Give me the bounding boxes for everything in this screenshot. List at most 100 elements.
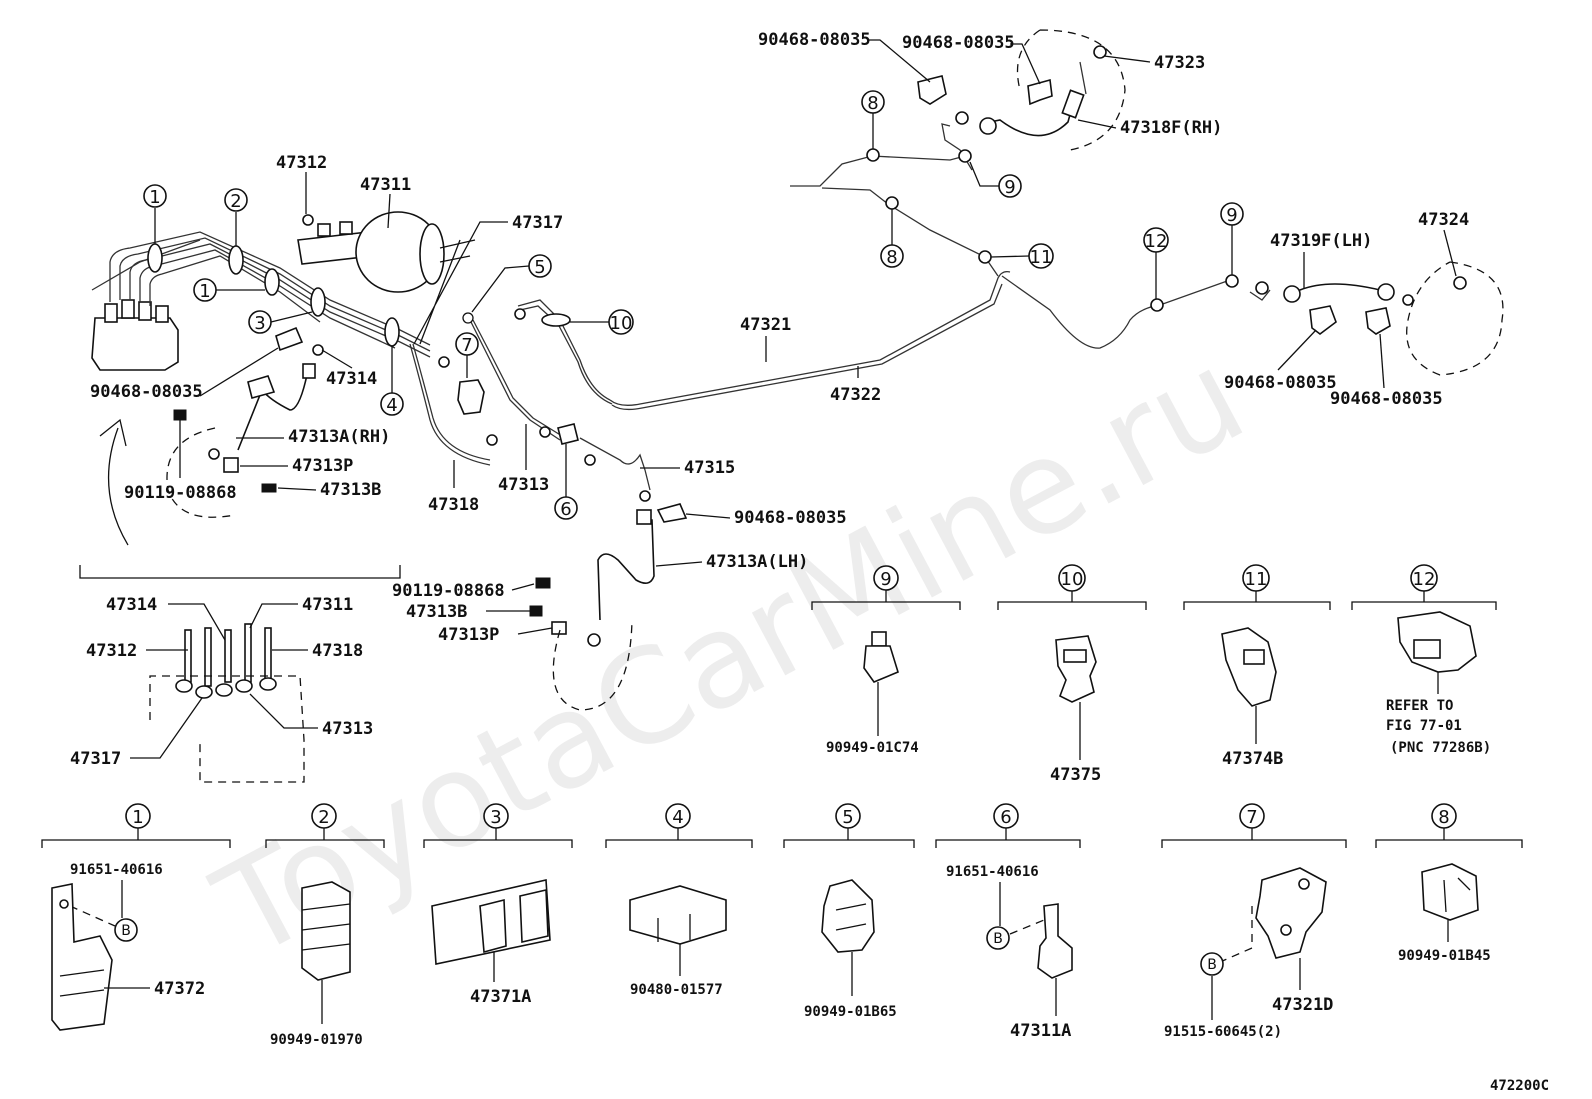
svg-text:4: 4 [672, 807, 683, 828]
inset-detail [79, 565, 401, 783]
detail-7: 7 B 91515-60645(2) 47321D [1161, 803, 1347, 1040]
detail-2: 2 90949-01970 [265, 803, 385, 1048]
svg-text:7: 7 [461, 335, 472, 356]
callout-2: 2 [224, 188, 248, 212]
callout-7: 7 [455, 332, 479, 356]
inset-label-47317: 47317 [70, 749, 121, 769]
callout-5: 5 [528, 254, 552, 278]
svg-text:2: 2 [230, 191, 241, 212]
detail-1: 1 91651-40616 B 47372 [41, 803, 231, 1031]
inset-label-47313: 47313 [322, 719, 373, 739]
svg-text:5: 5 [842, 807, 853, 828]
detail-9: 9 90949-01C74 [811, 565, 961, 756]
svg-text:3: 3 [490, 807, 501, 828]
label-47313A-LH: 47313A(LH) [706, 552, 808, 572]
svg-text:2: 2 [318, 807, 329, 828]
callout-12: 12 [1143, 227, 1169, 253]
svg-text:FIG 77-01: FIG 77-01 [1386, 718, 1462, 734]
main-assembly [91, 211, 651, 546]
label-90468-top1: 90468-08035 [758, 30, 871, 50]
svg-text:90949-01C74: 90949-01C74 [826, 740, 919, 756]
svg-text:11: 11 [1030, 247, 1053, 268]
label-47315: 47315 [684, 458, 735, 478]
callout-6: 6 [554, 496, 578, 520]
front-lh-hose [529, 503, 688, 711]
svg-text:90480-01577: 90480-01577 [630, 982, 723, 998]
clamp-2 [228, 245, 244, 275]
svg-text:11: 11 [1245, 569, 1268, 590]
detail-10: 10 47375 [997, 564, 1147, 785]
main-labels: 47312 47311 47317 47314 90468-08035 4731… [90, 30, 1469, 645]
rear-rh-hose [917, 29, 1126, 171]
svg-text:12: 12 [1145, 231, 1168, 252]
proportioning-valve [457, 379, 485, 415]
svg-text:B: B [1207, 957, 1217, 973]
svg-text:47321D: 47321D [1272, 995, 1333, 1015]
label-47312: 47312 [276, 153, 327, 173]
inset-labels: 47314 47311 47312 47318 47313 47317 [70, 595, 373, 769]
label-90119-top: 90119-08868 [124, 483, 237, 503]
detail-11: 11 47374B [1183, 564, 1331, 769]
rear-lh-hose [1249, 261, 1504, 376]
label-47313B-top: 47313B [320, 480, 381, 500]
svg-text:1: 1 [199, 281, 210, 302]
detail-3: 3 47371A [423, 803, 573, 1007]
callout-8b: 8 [880, 244, 904, 268]
svg-text:B: B [121, 923, 131, 939]
callout-8a: 8 [861, 90, 885, 114]
svg-text:9: 9 [1004, 177, 1015, 198]
detail-8: 8 90949-01B45 [1375, 803, 1523, 964]
callout-4: 4 [380, 392, 404, 416]
svg-text:5: 5 [534, 257, 545, 278]
svg-text:1: 1 [132, 807, 143, 828]
svg-text:91515-60645(2): 91515-60645(2) [1164, 1024, 1282, 1040]
svg-text:3: 3 [254, 313, 265, 334]
label-47313: 47313 [498, 475, 549, 495]
inset-label-47318: 47318 [312, 641, 363, 661]
svg-text:47372: 47372 [154, 979, 205, 999]
clamp-4 [384, 317, 400, 347]
label-47318: 47318 [428, 495, 479, 515]
clamp-3 [310, 287, 326, 317]
svg-text:9: 9 [880, 569, 891, 590]
label-90468-r1: 90468-08035 [1224, 373, 1337, 393]
callout-9b: 9 [1220, 202, 1244, 226]
label-47313P-top: 47313P [292, 456, 353, 476]
callout-11: 11 [1028, 243, 1054, 269]
detail-4: 4 90480-01577 [605, 803, 753, 998]
clamp-1-upper [147, 243, 163, 273]
svg-text:91651-40616: 91651-40616 [70, 862, 163, 878]
svg-text:8: 8 [867, 93, 878, 114]
label-47322: 47322 [830, 385, 881, 405]
detail-12: 12 REFER TO FIG 77-01 (PNC 77286B) [1351, 564, 1497, 756]
detail-5: 5 90949-01B65 [783, 803, 915, 1020]
label-47321: 47321 [740, 315, 791, 335]
label-47324: 47324 [1418, 210, 1469, 230]
label-47317: 47317 [512, 213, 563, 233]
label-47313A-RH: 47313A(RH) [288, 427, 390, 447]
svg-text:9: 9 [1226, 205, 1237, 226]
detail-6: 6 91651-40616 B 47311A [935, 803, 1081, 1041]
label-90468-mid: 90468-08035 [734, 508, 847, 528]
svg-text:47371A: 47371A [470, 987, 531, 1007]
svg-text:47374B: 47374B [1222, 749, 1283, 769]
label-47311: 47311 [360, 175, 411, 195]
label-47319F-LH: 47319F(LH) [1270, 231, 1372, 251]
svg-text:91651-40616: 91651-40616 [946, 864, 1039, 880]
clamp-1-lower [264, 268, 280, 296]
inset-label-47311: 47311 [302, 595, 353, 615]
inset-label-47312: 47312 [86, 641, 137, 661]
callouts: 1 2 1 3 4 5 7 6 10 8 8 9 11 12 9 [143, 90, 1244, 520]
svg-text:90949-01B65: 90949-01B65 [804, 1004, 897, 1020]
svg-text:90949-01970: 90949-01970 [270, 1032, 363, 1048]
label-47318F-RH: 47318F(RH) [1120, 118, 1222, 138]
svg-text:1: 1 [149, 187, 160, 208]
label-90468-left: 90468-08035 [90, 382, 203, 402]
label-47313B-mid: 47313B [406, 602, 467, 622]
svg-text:4: 4 [386, 395, 397, 416]
label-47323: 47323 [1154, 53, 1205, 73]
svg-text:47375: 47375 [1050, 765, 1101, 785]
svg-text:12: 12 [1413, 569, 1436, 590]
svg-text:8: 8 [1438, 807, 1449, 828]
